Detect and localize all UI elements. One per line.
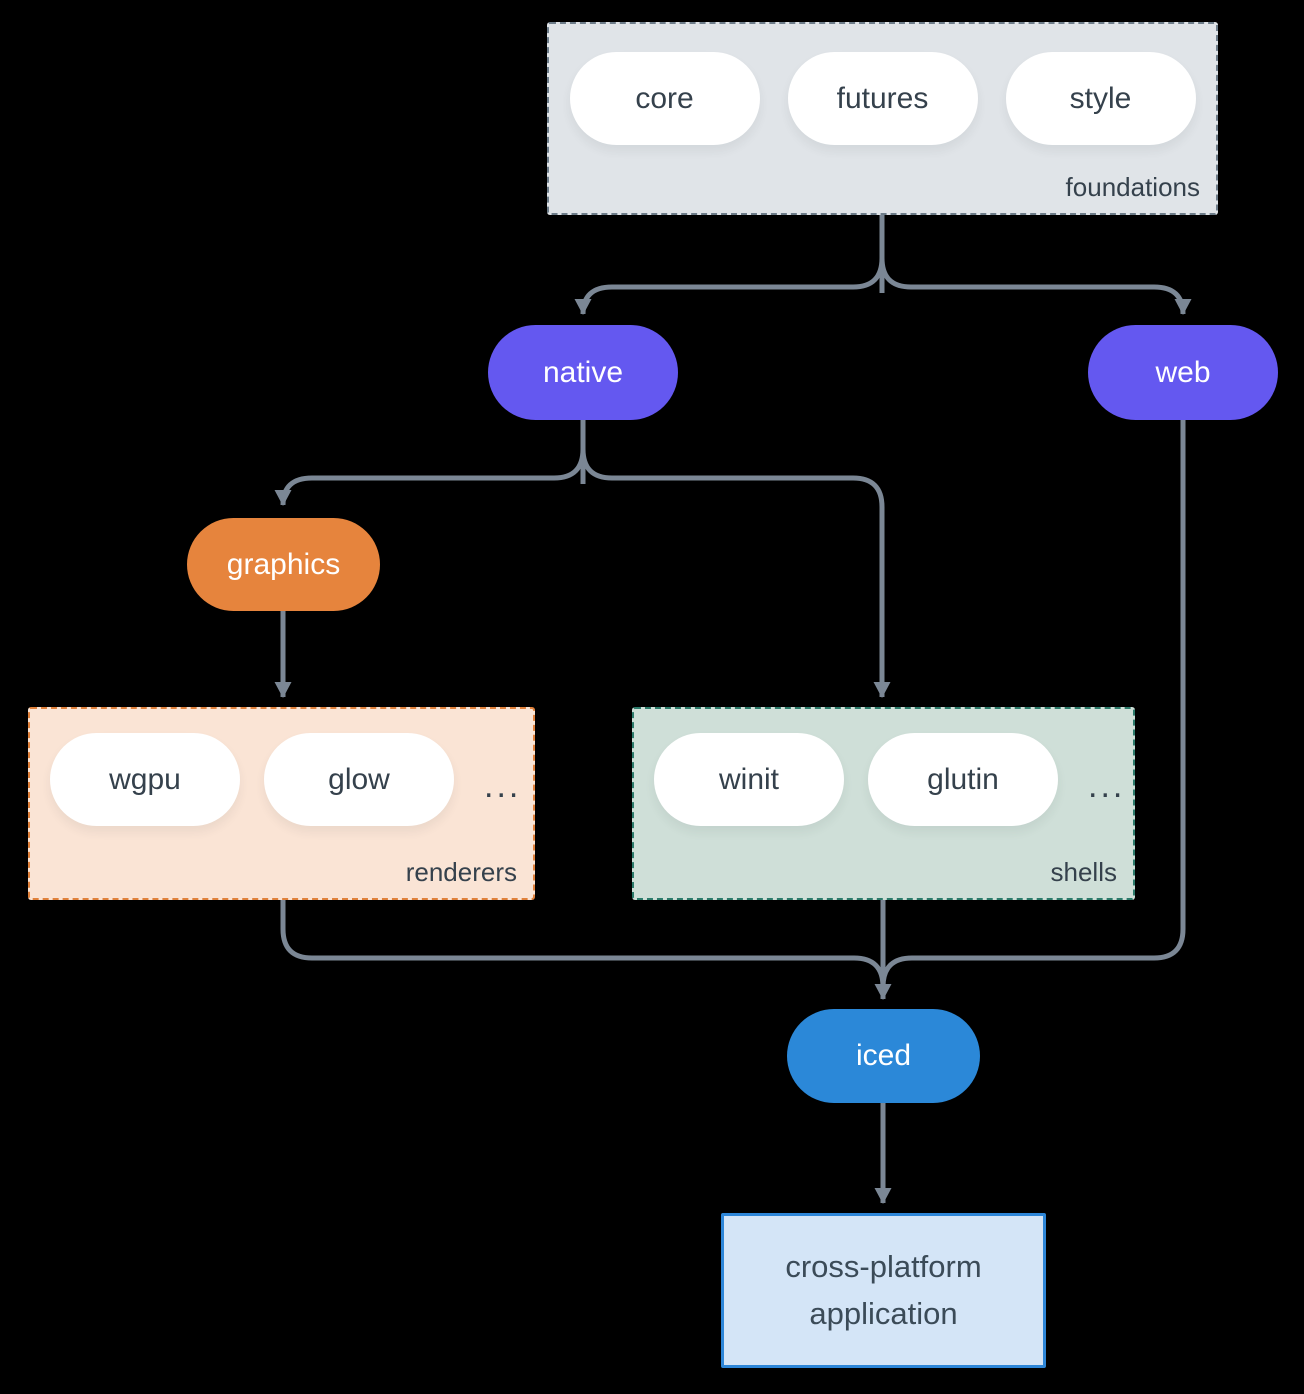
application-label-line-1: cross-platform <box>785 1249 982 1284</box>
crate-pill-glow: glow <box>264 733 454 826</box>
foundations-pill-row: core futures style <box>549 24 1216 145</box>
crate-pill-glutin: glutin <box>868 733 1058 826</box>
shells-pill-row: winit glutin ... <box>634 709 1133 826</box>
crate-pill-core: core <box>569 52 760 145</box>
connector-native-to-shells <box>580 448 891 698</box>
renderers-ellipsis: ... <box>484 767 522 805</box>
shells-ellipsis: ... <box>1088 767 1126 805</box>
crate-pill-futures: futures <box>787 52 978 145</box>
application-label-line-2: application <box>809 1295 958 1331</box>
connector-foundations-to-native <box>574 257 885 315</box>
connector-web-to-merge <box>880 420 1186 988</box>
crate-pill-winit: winit <box>654 733 844 826</box>
group-label-shells: shells <box>1050 857 1117 887</box>
group-shells: winit glutin ... shells <box>632 707 1135 900</box>
crate-pill-wgpu: wgpu <box>50 733 240 826</box>
renderers-pill-row: wgpu glow ... <box>30 709 533 826</box>
node-iced: iced <box>787 1009 980 1103</box>
connector-foundations-to-web <box>879 257 1192 315</box>
connector-native-to-graphics <box>274 448 586 506</box>
node-web: web <box>1088 325 1278 420</box>
group-label-foundations: foundations <box>1065 172 1200 202</box>
group-renderers: wgpu glow ... renderers <box>28 707 535 900</box>
connector-renderers-to-merge <box>280 900 886 988</box>
crate-pill-style: style <box>1005 52 1196 145</box>
node-graphics: graphics <box>187 518 380 611</box>
cross-platform-application-box: cross-platform application <box>721 1213 1046 1368</box>
group-label-renderers: renderers <box>405 857 517 887</box>
node-native: native <box>488 325 678 420</box>
group-foundations: core futures style foundations <box>547 22 1218 215</box>
